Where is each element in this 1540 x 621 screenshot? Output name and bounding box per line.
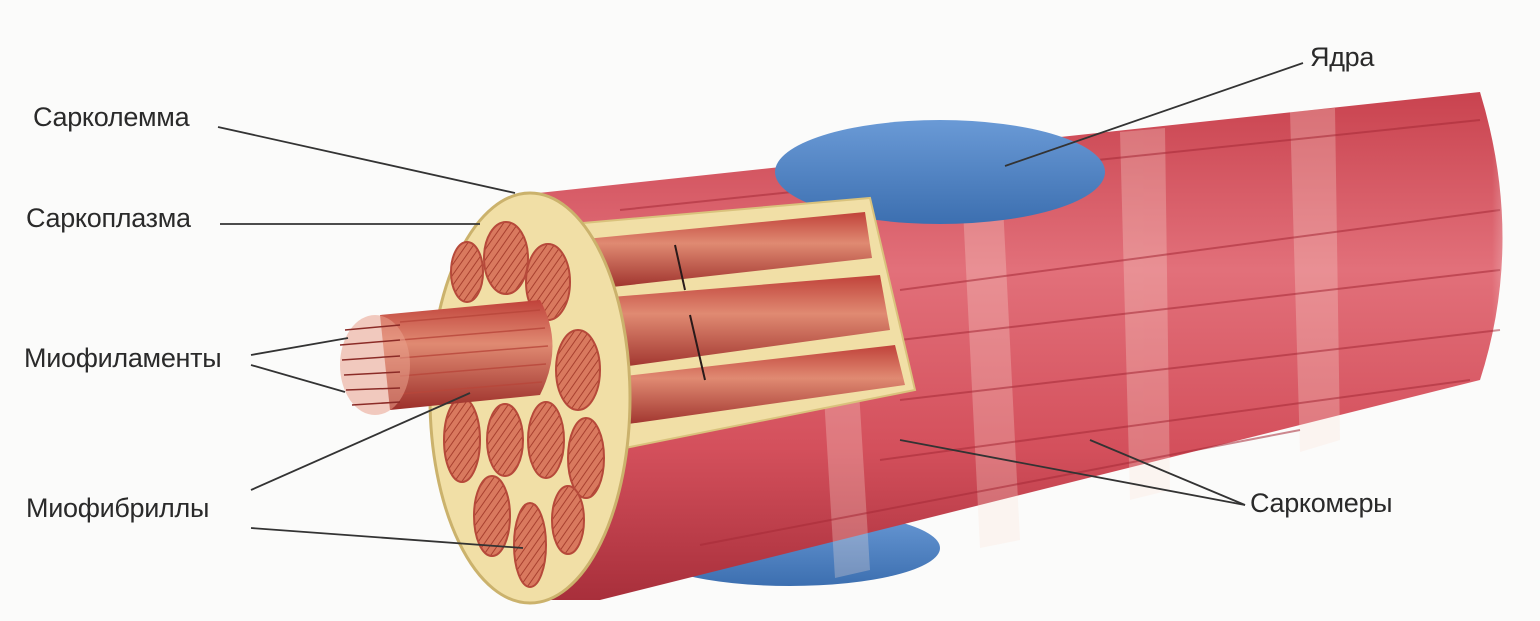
myofilaments-label: Миофиламенты: [24, 345, 221, 372]
sarcoplasm-label: Саркоплазма: [26, 205, 191, 232]
sarcomeres-label: Саркомеры: [1250, 490, 1392, 517]
sarcolemma-label: Сарколемма: [33, 104, 189, 131]
myofibrils-label: Миофибриллы: [26, 495, 209, 522]
nuclei-label: Ядра: [1310, 44, 1374, 71]
